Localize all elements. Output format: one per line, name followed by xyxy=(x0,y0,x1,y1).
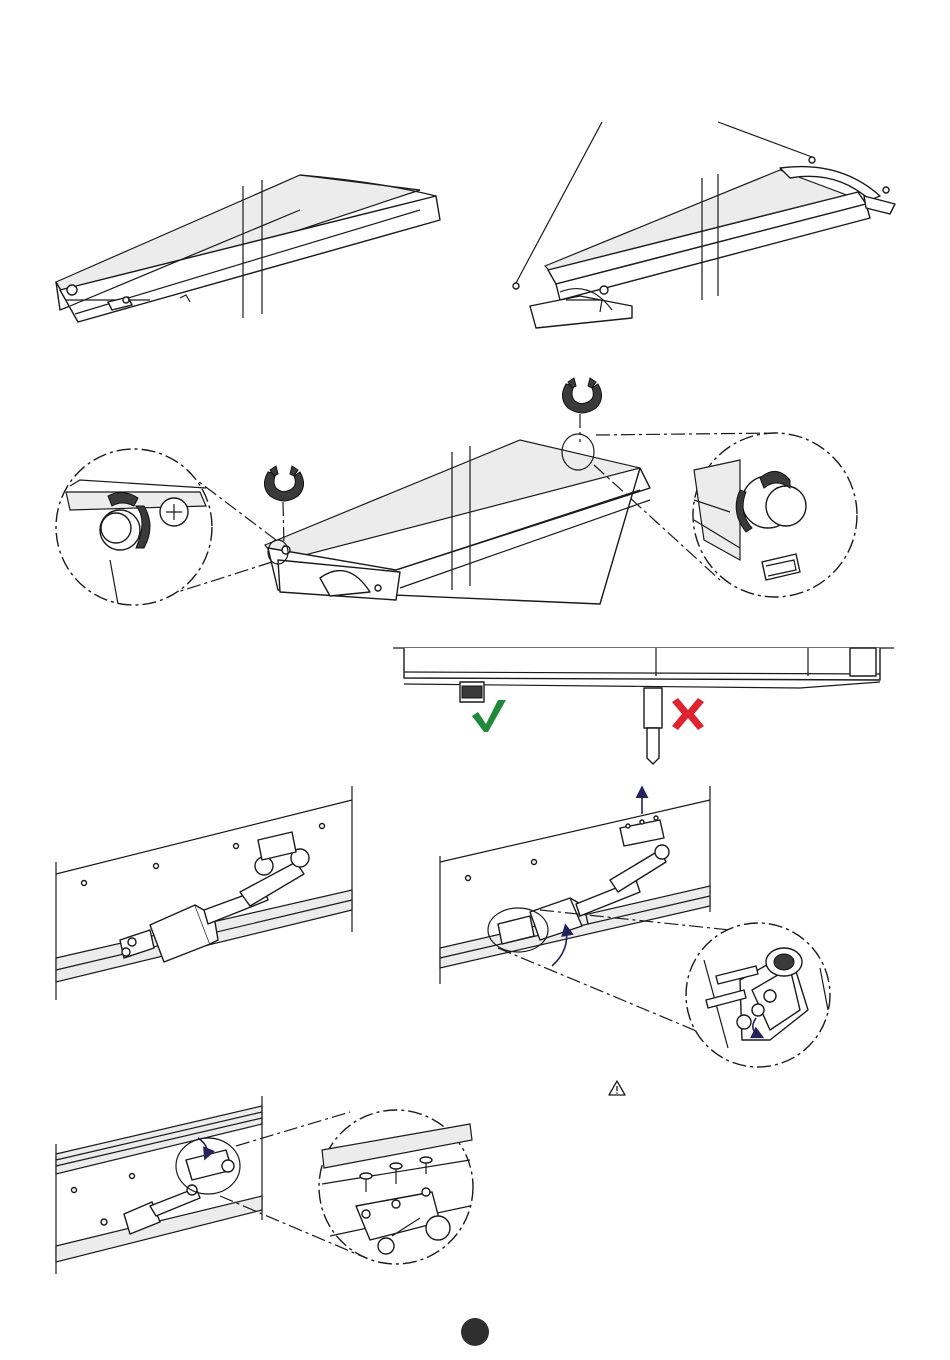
warning-triangle-icon xyxy=(609,1081,625,1095)
cross-icon xyxy=(672,698,704,730)
detail-clip-right xyxy=(693,433,857,597)
check-icon xyxy=(472,700,506,732)
clip-right-icon xyxy=(562,378,601,413)
page-number-dot xyxy=(461,1318,489,1346)
step-cover-removed xyxy=(513,122,895,328)
detail-bracket-screws xyxy=(319,1110,473,1264)
clip-left-icon xyxy=(264,466,303,501)
step-cover-closed xyxy=(56,175,440,322)
detail-clip-left xyxy=(56,449,212,605)
step-clip-placement xyxy=(140,378,778,604)
step-correct-vs-wrong xyxy=(393,648,894,764)
detail-motor-bracket xyxy=(686,923,830,1067)
step-motor-mounted xyxy=(56,786,352,1000)
